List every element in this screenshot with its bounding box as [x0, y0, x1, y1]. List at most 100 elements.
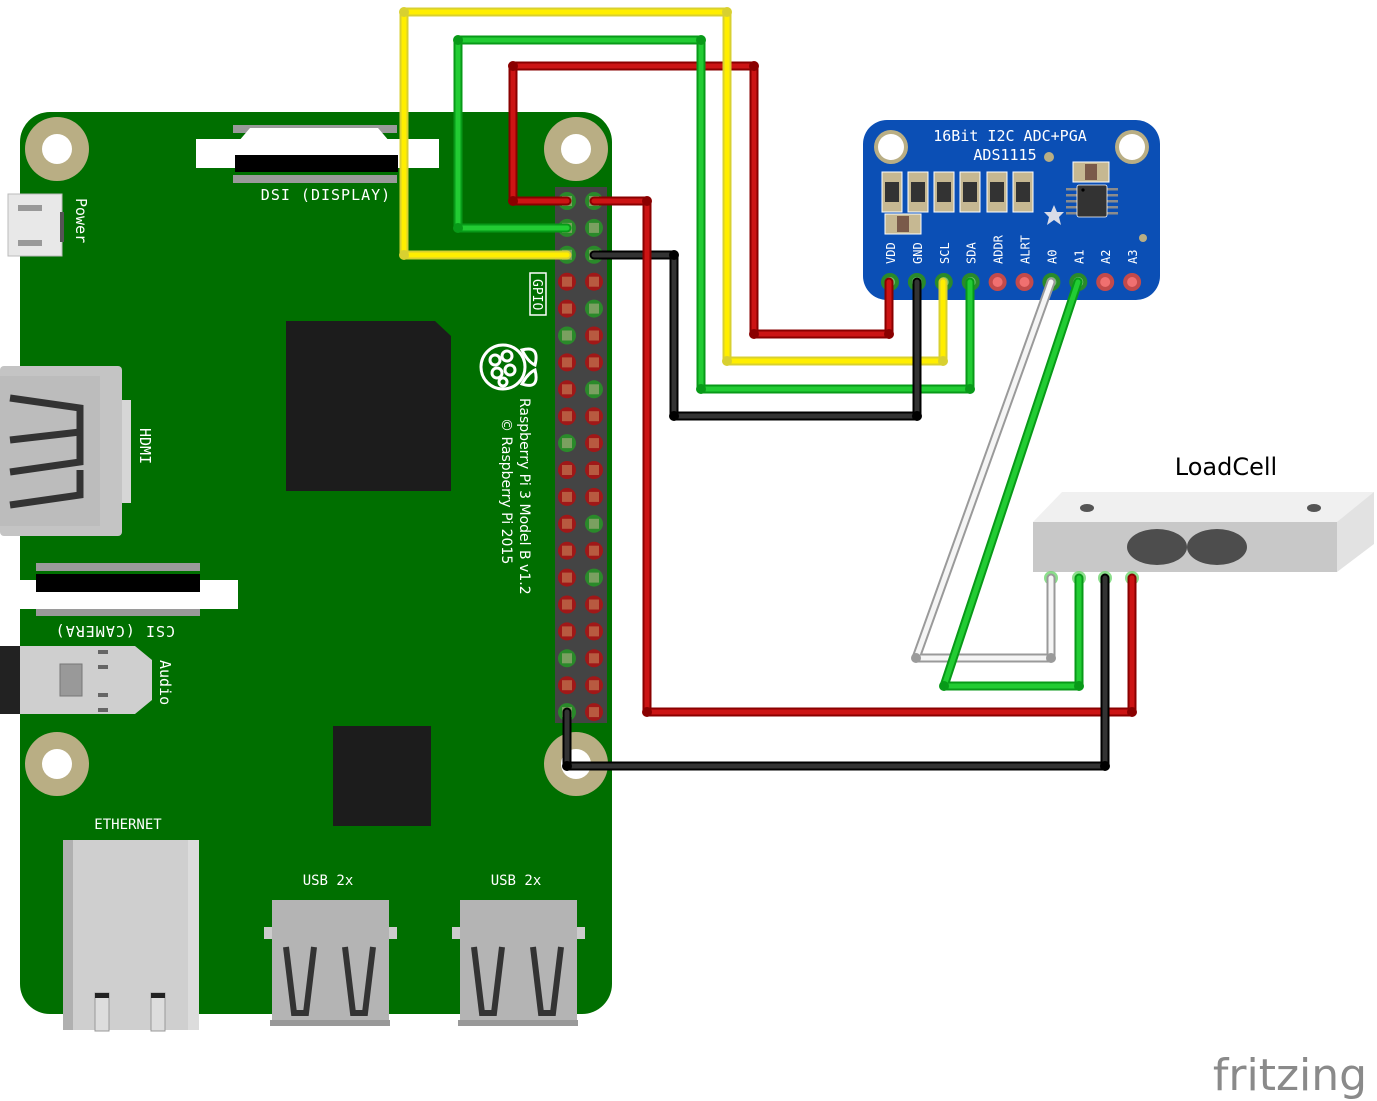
wire-bendpoint[interactable]	[722, 7, 732, 17]
gpio-pin[interactable]	[558, 380, 576, 399]
vdd-wire[interactable]	[508, 61, 894, 339]
gpio-pin[interactable]	[585, 326, 603, 345]
wire-bendpoint[interactable]	[399, 7, 409, 17]
wire-bendpoint[interactable]	[696, 384, 706, 394]
adc-pin-label: SDA	[965, 242, 979, 264]
adc-pin-alrt[interactable]	[1015, 273, 1034, 291]
wire-bendpoint[interactable]	[911, 653, 921, 663]
csi-label: CSI (CAMERA)	[55, 622, 175, 640]
wires	[399, 7, 1137, 771]
wire-bendpoint[interactable]	[749, 329, 759, 339]
sda-wire[interactable]	[453, 35, 975, 394]
lc-red-wire[interactable]	[589, 196, 1137, 717]
lan-chip	[333, 726, 431, 826]
loadcell-hole-left	[1080, 504, 1094, 512]
gpio-pin[interactable]	[585, 407, 603, 426]
wire-bendpoint[interactable]	[508, 61, 518, 71]
header-body	[555, 187, 607, 723]
wire-bendpoint[interactable]	[562, 761, 572, 771]
wire-bendpoint[interactable]	[1046, 653, 1056, 663]
a0-wire[interactable]	[911, 277, 1056, 663]
gpio-pin[interactable]	[558, 541, 576, 560]
wire-bendpoint[interactable]	[399, 250, 409, 260]
gpio-pin[interactable]	[558, 514, 576, 533]
gpio-pin[interactable]	[585, 461, 603, 479]
gpio-pin[interactable]	[585, 676, 603, 695]
loadcell-bore-left	[1127, 529, 1187, 565]
adc-capacitor	[884, 213, 922, 235]
adc-pin-label: SCL	[938, 242, 952, 264]
scl-wire[interactable]	[399, 7, 948, 366]
gpio-pin[interactable]	[558, 299, 576, 318]
wire-bendpoint[interactable]	[965, 384, 975, 394]
gpio-pin[interactable]	[558, 272, 576, 291]
adc-mount-hole-left	[874, 130, 908, 164]
wire-bendpoint[interactable]	[884, 329, 894, 339]
adafruit-star-icon	[1044, 205, 1064, 225]
load-cell[interactable]	[1033, 492, 1374, 585]
gpio-pin[interactable]	[585, 622, 603, 641]
gpio-pin[interactable]	[585, 541, 603, 560]
wire-bendpoint[interactable]	[642, 196, 652, 206]
a1-wire[interactable]	[939, 277, 1084, 691]
lc-black-wire[interactable]	[562, 573, 1110, 771]
fritzing-watermark: fritzing	[1213, 1050, 1367, 1101]
wire-bendpoint[interactable]	[669, 411, 679, 421]
gpio-pin[interactable]	[585, 595, 603, 614]
wire-bendpoint[interactable]	[453, 35, 463, 45]
usb-port-2	[452, 900, 585, 1026]
gpio-pin[interactable]	[585, 299, 603, 318]
adc-fiducial-2	[1139, 234, 1147, 242]
loadcell-label: LoadCell	[1175, 453, 1277, 481]
adc-pin-a3[interactable]	[1123, 273, 1142, 291]
gpio-pin[interactable]	[585, 703, 603, 722]
gpio-pin[interactable]	[558, 326, 576, 345]
gpio-pin[interactable]	[558, 595, 576, 614]
gpio-pin[interactable]	[585, 218, 603, 237]
wire-bendpoint[interactable]	[669, 250, 679, 260]
gpio-pin[interactable]	[585, 272, 603, 291]
usb-port-1	[264, 900, 397, 1026]
gpio-pin[interactable]	[558, 353, 576, 372]
gpio-pin[interactable]	[585, 568, 603, 587]
gpio-pin[interactable]	[558, 487, 576, 506]
wire-bendpoint[interactable]	[1100, 761, 1110, 771]
wire-bendpoint[interactable]	[938, 356, 948, 366]
hdmi-label: HDMI	[136, 428, 154, 464]
gpio-pin[interactable]	[558, 649, 576, 668]
wire-bendpoint[interactable]	[1127, 707, 1137, 717]
adc-pin-label: ALRT	[1019, 235, 1033, 264]
gpio-pin[interactable]	[585, 487, 603, 506]
adc-pin-a2[interactable]	[1096, 273, 1115, 291]
gpio-pin[interactable]	[558, 622, 576, 641]
gpio-pin[interactable]	[585, 353, 603, 372]
gpio-pin[interactable]	[585, 434, 603, 453]
gpio-pin[interactable]	[558, 434, 576, 453]
raspberry-pi-board[interactable]: DSI (DISPLAY) Power HDMI CSI (CAMERA)	[0, 112, 612, 1032]
ethernet-port	[63, 840, 199, 1032]
wire-bendpoint[interactable]	[722, 356, 732, 366]
gpio-pin[interactable]	[558, 568, 576, 587]
gpio-pin[interactable]	[585, 514, 603, 533]
adc-resistor	[907, 171, 929, 213]
mount-hole-bl	[25, 732, 89, 796]
usb1-label: USB 2x	[303, 873, 354, 889]
gpio-pin[interactable]	[585, 649, 603, 668]
adc-mount-hole-right	[1115, 130, 1149, 164]
wire-bendpoint[interactable]	[453, 223, 463, 233]
wire-bendpoint[interactable]	[912, 411, 922, 421]
gpio-pin[interactable]	[558, 676, 576, 695]
gpio-pin[interactable]	[585, 380, 603, 399]
adc-pin-label: A2	[1099, 250, 1113, 264]
wire-bendpoint[interactable]	[1074, 681, 1084, 691]
adc-pin-addr[interactable]	[988, 273, 1007, 291]
gpio-pin[interactable]	[558, 461, 576, 479]
wire-bendpoint[interactable]	[749, 61, 759, 71]
wire-bendpoint[interactable]	[508, 196, 518, 206]
loadcell-top	[1033, 492, 1374, 522]
gpio-pin[interactable]	[558, 407, 576, 426]
wire-bendpoint[interactable]	[642, 707, 652, 717]
wire-bendpoint[interactable]	[939, 681, 949, 691]
wire-bendpoint[interactable]	[696, 35, 706, 45]
